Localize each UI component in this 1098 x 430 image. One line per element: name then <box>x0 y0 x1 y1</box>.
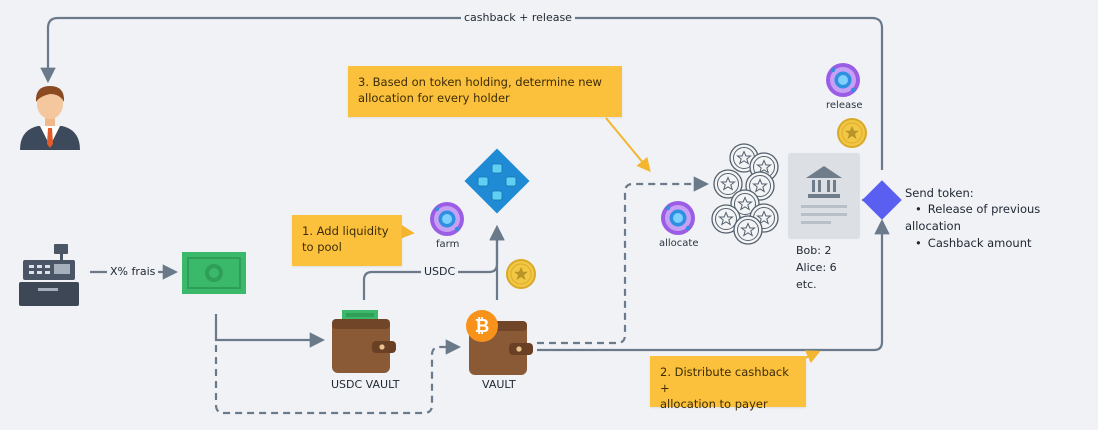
coin-pile-icon <box>711 143 779 245</box>
usdc-label: USDC <box>421 265 459 279</box>
holding-bob: Bob: 2 <box>796 244 832 257</box>
farm-token-icon <box>430 202 464 236</box>
note-step-1: 1. Add liquidity to pool <box>292 215 402 266</box>
note-step-3: 3. Based on token holding, determine new… <box>348 66 622 117</box>
usdc-to-vault-swap-edge <box>214 339 462 415</box>
send-token-title: Send token: <box>905 186 974 200</box>
send-token-item: Release of previous allocation <box>905 201 1098 235</box>
release-label: release <box>826 100 863 111</box>
note-step-2-line-1: 2. Distribute cashback + <box>660 365 789 395</box>
farm-label: farm <box>436 239 460 250</box>
bank-document-icon <box>788 153 860 239</box>
allocate-token-icon <box>661 201 695 235</box>
release-token-icon <box>826 63 860 97</box>
star-coin-icon <box>506 259 536 289</box>
fees-label: X% frais <box>107 265 159 279</box>
star-coin-icon <box>837 118 867 148</box>
send-token-item-text: Cashback amount <box>927 236 1032 250</box>
send-token-item: Cashback amount <box>905 235 1098 252</box>
vault-to-allocate-edge <box>537 176 710 345</box>
note-step-3-line-1: 3. Based on token holding, determine new <box>358 75 602 89</box>
usdc-wallet-icon <box>332 310 396 373</box>
vault-to-send-edge <box>537 218 890 352</box>
usdc-vault-label: USDC VAULT <box>331 378 400 391</box>
send-token-diamond-icon <box>862 180 902 220</box>
note1-pointer <box>400 224 415 239</box>
cash-register-icon <box>19 244 79 306</box>
bitcoin-symbol: ₿ <box>475 316 490 337</box>
banknote-icon <box>182 252 246 294</box>
send-token-item-text: Release of previous allocation <box>905 202 1041 233</box>
note-step-2-line-2: allocation to payer <box>660 397 768 411</box>
vault-label: VAULT <box>482 378 516 391</box>
note3-pointer <box>605 117 651 173</box>
usdc-to-vault-edge <box>214 314 326 348</box>
note-step-3-line-2: allocation for every holder <box>358 91 510 105</box>
allocate-label: allocate <box>659 238 699 249</box>
note-step-1-line-2: to pool <box>302 240 342 254</box>
holding-alice: Alice: 6 <box>796 261 837 274</box>
cashback-release-label: cashback + release <box>461 11 575 25</box>
liquidity-pool-icon <box>464 148 530 214</box>
bitcoin-wallet-icon: ₿ <box>466 310 533 375</box>
holding-etc: etc. <box>796 278 817 291</box>
send-token-list: Release of previous allocation Cashback … <box>905 201 1098 252</box>
person-icon <box>20 86 80 150</box>
note-step-1-line-1: 1. Add liquidity <box>302 224 389 238</box>
note-step-2: 2. Distribute cashback + allocation to p… <box>650 356 806 411</box>
